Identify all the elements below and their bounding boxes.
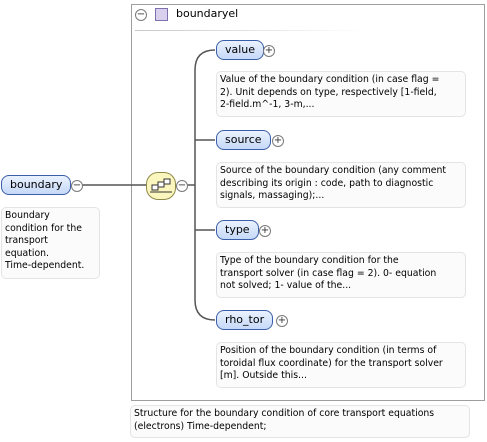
element-type[interactable]: type <box>216 220 259 240</box>
sequence-compositor-icon[interactable] <box>146 172 176 200</box>
element-source-label: source <box>225 133 262 146</box>
element-source-expand-button[interactable]: + <box>272 135 284 147</box>
sequence-bracket <box>194 49 216 321</box>
element-rho-tor-expand-button[interactable]: + <box>276 315 288 327</box>
root-collapse-button[interactable]: − <box>71 180 83 192</box>
root-element-label: boundary <box>10 178 63 191</box>
complex-type-icon <box>155 8 168 21</box>
complex-type-name: boundaryel <box>176 7 239 20</box>
element-rho-tor-label: rho_tor <box>225 313 265 326</box>
root-element-boundary[interactable]: boundary <box>1 175 72 195</box>
element-value[interactable]: value <box>216 40 265 60</box>
element-value-documentation: Value of the boundary condition (in case… <box>216 71 466 117</box>
type-header-divider <box>135 30 365 31</box>
element-source-documentation: Source of the boundary condition (any co… <box>216 162 466 208</box>
complex-type-documentation: Structure for the boundary condition of … <box>130 405 470 438</box>
sequence-collapse-button[interactable]: − <box>176 180 188 192</box>
sequence-glyph-icon <box>150 178 172 193</box>
element-source[interactable]: source <box>216 130 271 150</box>
root-documentation: Boundary condition for the transport equ… <box>1 207 100 279</box>
element-value-expand-button[interactable]: + <box>263 45 275 57</box>
element-value-label: value <box>225 43 256 56</box>
element-type-label: type <box>225 223 250 236</box>
type-collapse-button[interactable]: − <box>135 9 147 21</box>
element-type-documentation: Type of the boundary condition for the t… <box>216 252 466 298</box>
element-rho-tor[interactable]: rho_tor <box>216 310 274 330</box>
element-type-expand-button[interactable]: + <box>259 225 271 237</box>
element-rho-tor-documentation: Position of the boundary condition (in t… <box>216 342 466 388</box>
